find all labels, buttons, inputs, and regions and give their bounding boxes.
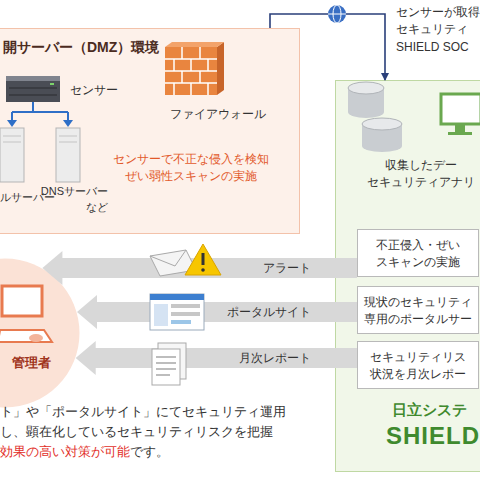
warning-sign (185, 244, 221, 275)
service-box: 不正侵入・ぜい スキャンの実施 (357, 229, 479, 277)
portal-menu (154, 304, 168, 326)
arrow-label: アラート (263, 260, 311, 277)
portal-header (150, 294, 204, 300)
report-page (152, 349, 180, 385)
highlight-text: 効果の高い対策が可能 (0, 443, 130, 461)
service-text: 不正侵入・ぜい スキャンの実施 (361, 237, 475, 272)
portal-icon (150, 294, 204, 330)
mail-icon (150, 250, 196, 276)
report-icon (152, 343, 186, 385)
globe-line (328, 14, 346, 15)
dmz-zone: 開サーバー（DMZ）環境センサーで不正な侵入を検知 ぜい弱性スキャンの実施 (0, 28, 300, 234)
arrow-label: ポータルサイト (227, 304, 311, 321)
block-arrow (42, 251, 357, 285)
part-name: センサー (70, 82, 118, 99)
circle-shape (0, 259, 80, 408)
part-name: ルサーバー (0, 190, 55, 206)
circle-outline (0, 258, 80, 408)
note-text: センサーが取得 セキュリティ SHIELD SOC (396, 4, 480, 56)
portal-line (171, 312, 200, 316)
report-lines (156, 357, 176, 375)
block-arrow (76, 341, 357, 375)
brand-logo: SHIELD (386, 419, 480, 454)
admin-label: 管理者 (12, 354, 51, 373)
service-text: セキュリティリス 状況を月次レポー (361, 349, 475, 384)
portal-line (171, 304, 200, 308)
body-text: ト」や「ポータルサイト」にてセキュリティ運用 (0, 403, 286, 421)
warning-dot (201, 268, 205, 272)
body-text: し、顕在化しているセキュリティリスクを把握 (0, 423, 273, 441)
zone-title: 開サーバー（DMZ）環境 (3, 37, 159, 57)
warning-bar (202, 253, 205, 265)
mail-flap (150, 250, 186, 266)
internet-globe (328, 5, 346, 23)
part-name: ファイアウォール (170, 106, 266, 123)
report-page (158, 343, 186, 379)
brand-name: 日立システ (392, 399, 467, 421)
body-text: です。 (130, 443, 169, 461)
soc-panel: 収集したデー セキュリティアナリ日立システSHIELD 不正侵入・ぜい スキャンの… (335, 80, 480, 472)
portal-line (171, 320, 191, 324)
admin-circle: 管理者 (0, 258, 80, 408)
service-box: 現状のセキュリティ 専用のポータルサー (357, 286, 479, 334)
service-box: セキュリティリス 状況を月次レポー (357, 341, 479, 389)
zone-note: センサーで不正な侵入を検知 ぜい弱性スキャンの実施 (111, 151, 271, 186)
portal-window (150, 294, 204, 330)
panel-heading: 収集したデー セキュリティアナリ (365, 157, 477, 192)
arrow-label: 月次レポート (239, 350, 311, 367)
globe-line (333, 5, 341, 23)
globe-body (328, 5, 346, 23)
alert-icon (150, 244, 221, 276)
block-arrow (77, 295, 357, 329)
service-text: 現状のセキュリティ 専用のポータルサー (361, 294, 475, 329)
